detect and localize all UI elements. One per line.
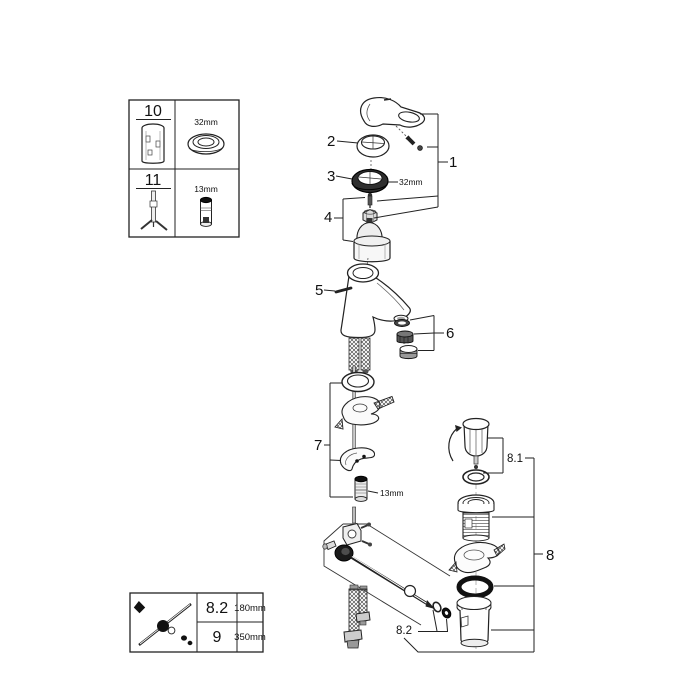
callout-1: 1 <box>449 154 457 171</box>
ring-32mm-illustration <box>187 133 225 155</box>
tool-11-number: 11 <box>145 172 162 189</box>
part-supply-hoses <box>343 584 371 649</box>
aerator-insert <box>396 330 414 344</box>
callout-bracket-1 <box>373 113 448 219</box>
mounting-plate <box>334 395 395 430</box>
hose-short-nut <box>355 611 371 623</box>
callout-line-5 <box>323 289 336 292</box>
callout-8-2: 8.2 <box>396 625 412 637</box>
part-drain-assembly <box>448 417 543 652</box>
callout-2: 2 <box>327 133 335 150</box>
rotation-arrow <box>448 428 458 462</box>
lengths-legend-table: 8.2 180mm 9 350mm <box>129 592 266 653</box>
length-row-2-value: 350mm <box>234 632 266 643</box>
handle-screw <box>405 135 423 151</box>
callout-7: 7 <box>314 437 322 454</box>
small-pin <box>352 506 357 524</box>
alignment-dash <box>395 125 407 137</box>
part-handle <box>360 96 426 151</box>
cartridge-body <box>353 217 391 263</box>
drain-tailpiece <box>456 595 492 648</box>
hose-long <box>348 588 360 634</box>
callout-3: 3 <box>327 168 335 185</box>
ring-dim-label: 32mm <box>399 177 423 187</box>
handle-screw-washer <box>417 145 423 151</box>
assembly-outline <box>323 523 422 626</box>
mounting-clamp <box>339 447 376 472</box>
callout-bracket-4 <box>334 197 366 242</box>
stud-13mm-illustration <box>200 196 212 227</box>
rod-grommet <box>334 544 354 562</box>
callout-8: 8 <box>546 547 554 564</box>
part-faucet-body <box>334 263 411 339</box>
callout-4: 4 <box>324 209 332 226</box>
tool-11-rod-illustration <box>140 190 168 231</box>
stud-dim-label: 13mm <box>380 488 404 498</box>
length-row-1-value: 180mm <box>234 603 266 614</box>
rod-o-ring <box>432 601 442 613</box>
aerator-housing <box>399 345 418 360</box>
callout-line-3 <box>335 175 353 180</box>
callout-5: 5 <box>315 282 323 299</box>
callout-8-1: 8.1 <box>507 453 523 465</box>
threaded-shank-right <box>360 337 371 371</box>
rod-washer <box>441 607 452 619</box>
plug-seal-ring <box>462 469 490 485</box>
cartridge-screw <box>367 192 373 208</box>
part-escutcheon-ring: 32mm <box>351 168 423 194</box>
part-cartridge <box>353 160 391 267</box>
part-mounting-set: 13mm <box>324 337 404 502</box>
rod-ball-joint <box>403 584 417 598</box>
block-fitting <box>325 540 337 551</box>
rod-guide-block <box>342 522 372 547</box>
tool-11-size: 13mm <box>194 184 218 194</box>
drain-body <box>457 494 495 542</box>
threaded-shank-left <box>348 337 360 371</box>
tools-legend-table: 10 32mm 11 13mm <box>128 99 240 238</box>
popup-lever-rod <box>334 286 353 294</box>
tool-10-size: 32mm <box>194 117 218 127</box>
body-top-opening <box>346 263 380 283</box>
length-row-1-item: 8.2 <box>206 600 228 617</box>
callout-6: 6 <box>446 325 454 342</box>
tool-10-number: 10 <box>144 103 162 120</box>
drain-o-ring <box>456 575 494 599</box>
part-aerator <box>394 315 444 360</box>
length-row-2-item: 9 <box>213 629 222 646</box>
base-gasket-ring <box>341 371 375 393</box>
drain-plug <box>448 417 490 469</box>
part-cap-ring <box>356 134 390 158</box>
callout-line-2 <box>336 140 359 144</box>
tool-10-socket-illustration <box>141 123 165 164</box>
horizontal-popup-rod <box>350 555 435 609</box>
hose-short <box>358 588 368 616</box>
hose-long-nut <box>343 629 363 643</box>
handle-loop-hole <box>398 111 420 123</box>
mounting-stud-13mm: 13mm <box>354 475 404 502</box>
drain-tee-bracket <box>448 541 506 574</box>
part-popup-rod-assembly <box>322 506 534 653</box>
rod-kit-illustration <box>133 601 193 646</box>
